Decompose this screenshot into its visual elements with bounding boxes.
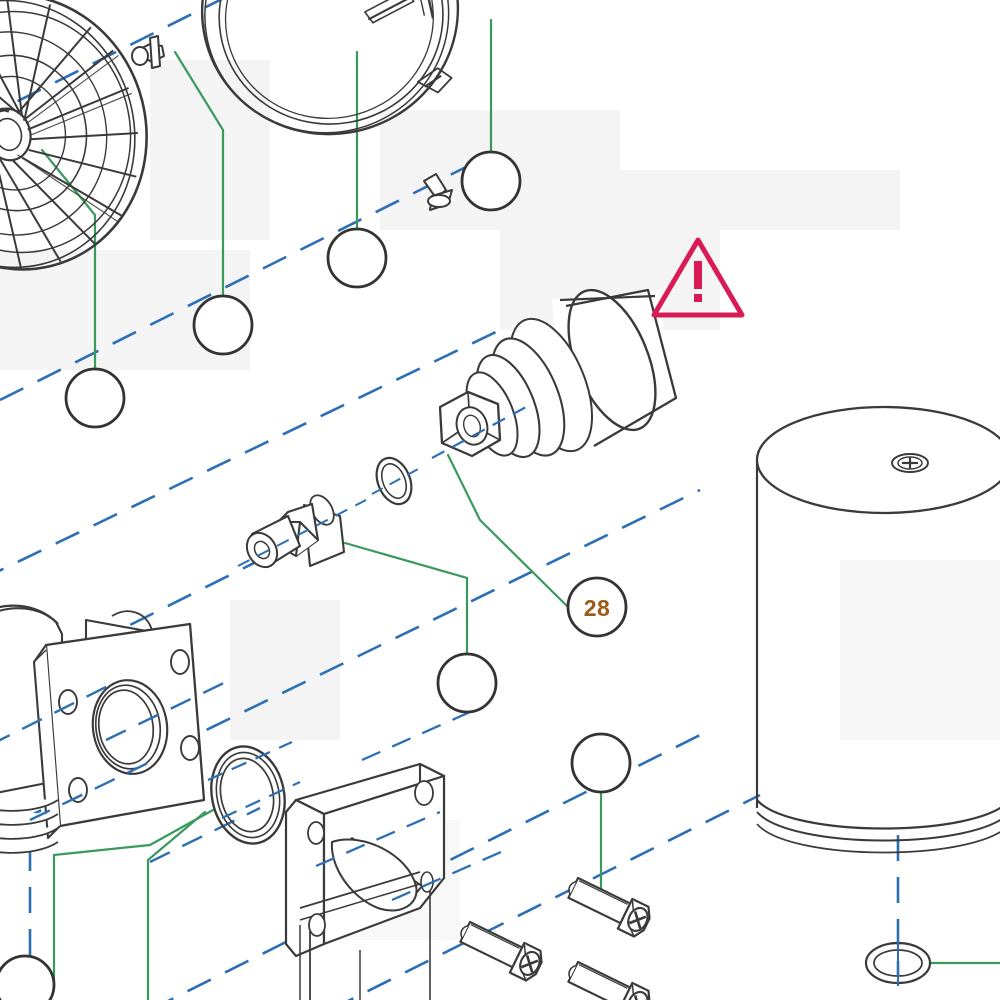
part-canister-tank <box>755 405 1000 854</box>
callout-blank-6[interactable] <box>570 732 632 794</box>
callout-blank-4[interactable] <box>460 150 522 212</box>
part-flange-housing <box>0 604 261 864</box>
part-o-ring-small <box>371 456 421 506</box>
part-impeller-fan <box>0 0 148 271</box>
part-hex-nipple-connector <box>237 494 367 569</box>
part-mounting-bracket <box>284 710 511 1000</box>
callout-blank-1[interactable] <box>64 367 126 429</box>
part-valve-body-cylinder <box>431 288 678 470</box>
part-rivet-screw <box>423 173 453 211</box>
part-o-ring-large <box>207 740 301 845</box>
callout-blank-7[interactable] <box>0 954 56 1000</box>
callout-blank-5[interactable] <box>436 652 498 714</box>
callout-28[interactable]: 28 <box>566 576 628 638</box>
callout-bubbles[interactable]: 28 <box>0 150 632 1000</box>
leader-lines <box>40 18 1000 1000</box>
callout-blank-2[interactable] <box>192 294 254 356</box>
callout-blank-3[interactable] <box>326 227 388 289</box>
callout-28-label: 28 <box>584 595 610 621</box>
part-hex-bolt-group <box>459 876 651 1000</box>
part-fan-pin <box>131 35 165 69</box>
part-tank-base-gasket <box>864 940 932 986</box>
warning-triangle-icon <box>651 237 745 318</box>
